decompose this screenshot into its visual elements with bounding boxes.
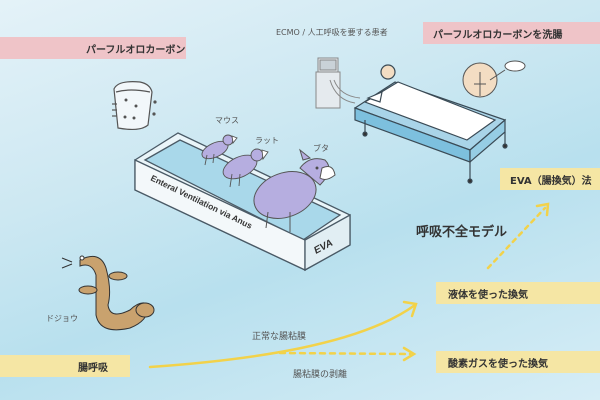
eva-tank: Enteral Ventilation via Anus EVA <box>134 132 351 272</box>
eva-method-label: EVA（腸換気）法 <box>510 175 592 187</box>
normal-mucosa-label: 正常な腸粘膜 <box>252 332 307 342</box>
respiratory-failure-model-label: 呼吸不全モデル <box>416 225 508 240</box>
rat-illustration <box>222 148 269 188</box>
pfc-enema-label-box: パーフルオロカーボンを洗腸 <box>423 22 600 44</box>
enema-inset-icon <box>462 60 526 98</box>
beaker-icon <box>112 81 157 131</box>
mouse-label: マウス <box>215 116 239 125</box>
intestinal-breathing-label-box: 腸呼吸 <box>0 355 130 377</box>
oxygen-gas-ventilation-label: 酸素ガスを使った換気 <box>448 358 548 370</box>
intestinal-breathing-label: 腸呼吸 <box>78 362 108 374</box>
mouse-illustration <box>201 134 238 166</box>
pig-label: ブタ <box>313 144 329 153</box>
pfc-label-box: パーフルオロカーボン <box>0 37 186 59</box>
ecmo-patient-label: ECMO / 人工呼吸を要する患者 <box>276 28 388 37</box>
oxygen-gas-ventilation-label-box: 酸素ガスを使った換気 <box>436 351 600 373</box>
eva-progress-arrow <box>486 202 550 270</box>
normal-mucosa-arrow <box>148 300 418 369</box>
pfc-enema-label: パーフルオロカーボンを洗腸 <box>433 29 563 41</box>
pig-illustration <box>253 148 336 232</box>
eva-method-label-box: EVA（腸換気）法 <box>500 168 600 190</box>
loach-label: ドジョウ <box>46 314 78 323</box>
rat-label: ラット <box>255 136 279 145</box>
pfc-label: パーフルオロカーボン <box>86 44 186 56</box>
loach-illustration <box>61 255 155 331</box>
ventilator-icon <box>315 57 361 109</box>
liquid-ventilation-label: 液体を使った換気 <box>448 289 528 301</box>
liquid-ventilation-label-box: 液体を使った換気 <box>436 282 600 304</box>
mucosa-removal-arrow <box>278 346 417 362</box>
hospital-bed <box>353 64 508 184</box>
mucosa-removal-label: 腸粘膜の剥離 <box>293 370 348 380</box>
